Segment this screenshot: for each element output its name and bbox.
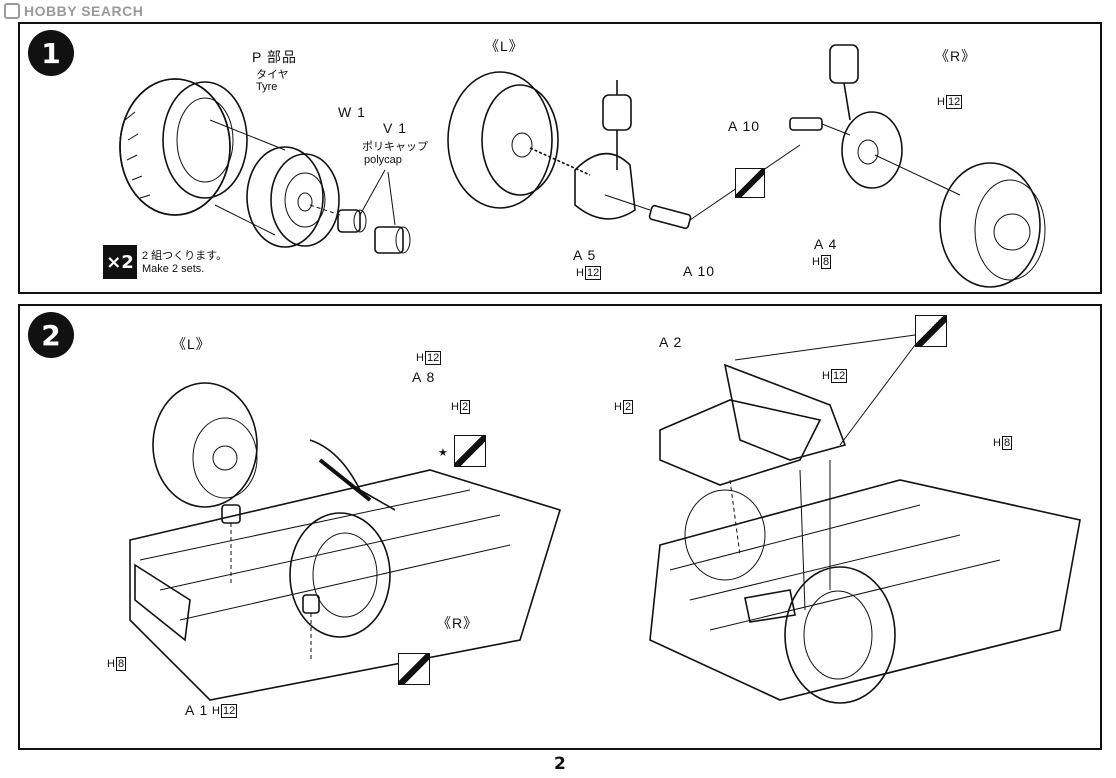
make-sets-en: Make 2 sets. (142, 263, 205, 275)
label-p-parts: P 部品 (252, 49, 297, 65)
step-2-number: 2 (28, 312, 74, 358)
label-star: ★ (438, 447, 448, 459)
glue-icon (454, 435, 486, 467)
hobby-search-logo-icon (4, 3, 20, 19)
right-chassis-drawing (649, 334, 1081, 704)
glue-icon (915, 315, 947, 347)
label-a1: A 1 (185, 702, 209, 718)
multiply-two-icon: ×2 (103, 245, 137, 279)
polycap-drawing (337, 169, 411, 254)
label-right-side: 《R》 (935, 48, 977, 64)
label-a10-top: A 10 (728, 118, 761, 134)
label-polycap-jp: ポリキャップ (362, 141, 428, 153)
label-v1: V 1 (383, 120, 408, 136)
step-1-number: 1 (28, 30, 74, 76)
watermark: HOBBY SEARCH (4, 3, 143, 19)
label-a5: A 5 (573, 247, 597, 263)
label-tyre-jp: タイヤ (256, 69, 289, 81)
label-left-side: 《L》 (485, 38, 524, 54)
label-polycap-en: polycap (364, 154, 402, 166)
step-1-panel (18, 22, 1102, 294)
page-number: 2 (554, 754, 566, 774)
glue-icon (398, 653, 430, 685)
left-chassis-drawing (129, 382, 561, 701)
watermark-text: HOBBY SEARCH (24, 3, 144, 19)
label-a10-bottom: A 10 (683, 263, 716, 279)
right-wheel-assembly-drawing (789, 44, 1046, 288)
wheel-w1-drawing (209, 119, 341, 248)
step-2-panel (18, 304, 1102, 750)
label-right-side-2: 《R》 (437, 615, 479, 631)
label-left-side-2: 《L》 (172, 336, 211, 352)
make-sets-jp: 2 組つくります。 (142, 250, 228, 262)
label-a8: A 8 (412, 369, 436, 385)
label-a4: A 4 (814, 236, 838, 252)
label-w1: W 1 (338, 104, 366, 120)
glue-icon (735, 168, 765, 198)
label-a2: A 2 (659, 334, 683, 350)
label-tyre-en: Tyre (256, 81, 278, 93)
tyre-drawing (119, 78, 248, 216)
